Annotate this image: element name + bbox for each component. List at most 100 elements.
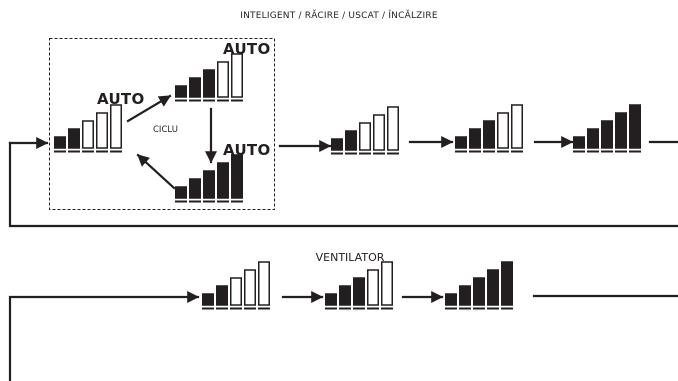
speed-bar-underline — [203, 200, 215, 203]
speed-bar-underline — [331, 152, 343, 155]
speed-bar-underline — [387, 152, 399, 155]
speed-bar-underline — [511, 150, 523, 153]
speed-bar — [189, 178, 201, 199]
speed-bar-underline — [175, 200, 187, 203]
speed-bar — [573, 136, 585, 149]
speed-bar — [373, 114, 385, 151]
speed-bar-underline — [587, 150, 599, 153]
speed-bar-underline — [497, 150, 509, 153]
top-indicator-4 — [573, 104, 641, 153]
speed-bar — [455, 136, 467, 149]
speed-bar-underline — [175, 99, 187, 102]
speed-bar-underline — [203, 99, 215, 102]
speed-bar — [511, 104, 523, 149]
speed-bar — [244, 269, 256, 306]
speed-bar — [175, 85, 187, 98]
speed-bar — [82, 120, 94, 149]
speed-bar-underline — [629, 150, 641, 153]
speed-bar-underline — [189, 99, 201, 102]
speed-bar — [258, 261, 270, 306]
speed-bar — [96, 112, 108, 149]
speed-bar — [367, 269, 379, 306]
speed-bar-underline — [373, 152, 385, 155]
speed-bar — [459, 285, 471, 306]
speed-bar — [353, 277, 365, 306]
cycle-indicator-bottom — [175, 154, 243, 203]
speed-bar — [615, 112, 627, 149]
speed-bar-underline — [231, 99, 243, 102]
cycle-label: CICLU — [153, 125, 178, 135]
speed-bar — [359, 122, 371, 151]
speed-bar — [445, 293, 457, 306]
speed-bar — [473, 277, 485, 306]
speed-bar — [231, 53, 243, 98]
fan-indicator-3 — [445, 261, 513, 310]
speed-bar — [216, 285, 228, 306]
speed-bar — [387, 106, 399, 151]
speed-bar-underline — [82, 150, 94, 153]
speed-bar-underline — [469, 150, 481, 153]
speed-bar-underline — [381, 307, 393, 310]
cycle-indicator-top — [175, 53, 243, 102]
speed-bar — [202, 293, 214, 306]
speed-bar — [601, 120, 613, 149]
speed-bar-underline — [459, 307, 471, 310]
speed-bar — [483, 120, 495, 149]
return-loop-line — [8, 141, 678, 228]
speed-bar — [231, 154, 243, 199]
speed-bar-underline — [601, 150, 613, 153]
speed-bar-underline — [455, 150, 467, 153]
speed-bar — [331, 138, 343, 151]
speed-bar — [217, 162, 229, 199]
auto-label-left: AUTO — [97, 90, 145, 108]
speed-bar-underline — [501, 307, 513, 310]
auto-cycle-box — [49, 38, 275, 210]
speed-bar — [487, 269, 499, 306]
speed-bar-underline — [445, 307, 457, 310]
bottom-entry-line — [8, 291, 200, 381]
speed-bar — [587, 128, 599, 149]
speed-bar — [469, 128, 481, 149]
modes-title: INTELIGENT / RĂCIRE / USCAT / ÎNCĂLZIRE — [240, 11, 438, 21]
speed-bar-underline — [217, 200, 229, 203]
speed-bar — [381, 261, 393, 306]
speed-bar-underline — [202, 307, 214, 310]
speed-bar-underline — [353, 307, 365, 310]
speed-bar — [68, 128, 80, 149]
auto-label-top: AUTO — [223, 40, 271, 58]
speed-bar — [175, 186, 187, 199]
speed-bar — [230, 277, 242, 306]
auto-label-bottom: AUTO — [223, 141, 271, 159]
speed-bar-underline — [68, 150, 80, 153]
speed-bar-underline — [231, 200, 243, 203]
speed-bar — [497, 112, 509, 149]
speed-bar-underline — [230, 307, 242, 310]
speed-bar-underline — [359, 152, 371, 155]
speed-bar-underline — [473, 307, 485, 310]
cycle-indicator-left — [54, 104, 122, 153]
speed-bar — [501, 261, 513, 306]
speed-bar — [110, 104, 122, 149]
speed-bar-underline — [345, 152, 357, 155]
speed-bar-underline — [615, 150, 627, 153]
speed-bar-underline — [110, 150, 122, 153]
speed-bar-underline — [54, 150, 66, 153]
speed-bar-underline — [96, 150, 108, 153]
speed-bar — [345, 130, 357, 151]
cycle-arrow-back — [136, 153, 176, 190]
speed-bar-underline — [339, 307, 351, 310]
speed-bar — [203, 170, 215, 199]
top-indicator-3 — [455, 104, 523, 153]
fan-title: VENTILATOR — [315, 251, 385, 264]
speed-bar-underline — [258, 307, 270, 310]
speed-bar-underline — [483, 150, 495, 153]
speed-bar-underline — [573, 150, 585, 153]
speed-bar — [629, 104, 641, 149]
speed-bar-underline — [217, 99, 229, 102]
fan-indicator-1 — [202, 261, 270, 310]
speed-bar — [217, 61, 229, 98]
speed-bar-underline — [244, 307, 256, 310]
speed-bar — [54, 136, 66, 149]
